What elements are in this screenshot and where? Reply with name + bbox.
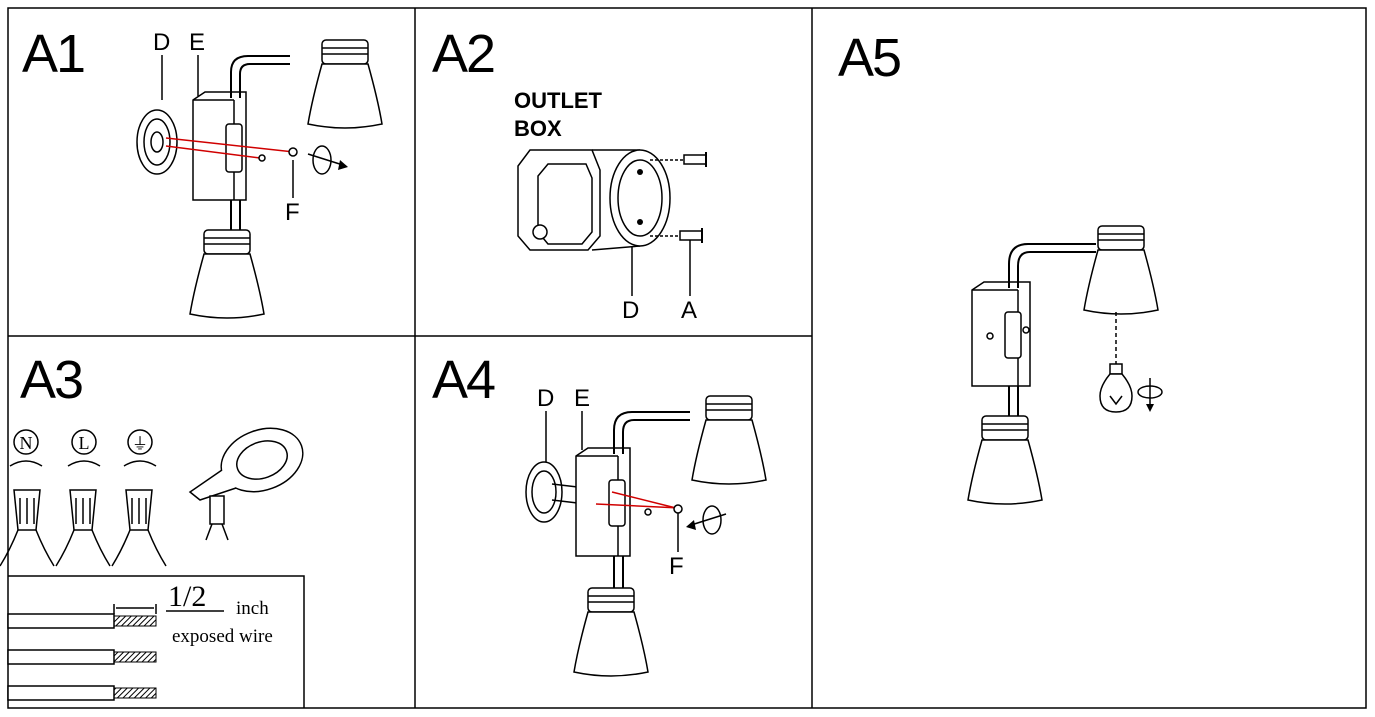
label-f: F [285,199,300,226]
lamp-shade-icon [573,587,649,677]
light-bulb-icon [1099,363,1133,413]
rotate-arrow-icon [67,460,101,467]
panel-a5: A5 [838,28,1163,505]
lamp-shade-icon [307,39,383,129]
outlet-label-line1: OUTLET [514,88,603,113]
screw-icon [650,152,707,167]
label-f: F [669,553,684,580]
ground-symbol [127,429,153,455]
live-symbol [71,429,97,455]
panel-a5-title: A5 [838,28,900,88]
panel-a2: A2 OUTLET BOX D A [432,24,707,324]
screw-icon [650,228,703,243]
lamp-arm-upper [613,411,690,454]
electrical-tape-icon [188,427,304,541]
label-a: A [681,297,697,324]
wire-nut-icon [111,489,167,567]
panel-frames [7,7,1367,709]
rotate-arrow-icon [1137,378,1163,412]
guide-line [165,137,295,153]
label-d: D [153,29,170,56]
mounting-bracket-icon [575,447,631,557]
measure-value: 1/2 [168,580,206,613]
screw-icon [673,504,683,514]
label-e: E [189,29,205,56]
measure-unit: inch [236,598,269,619]
neutral-symbol [13,429,39,455]
panel-a2-title: A2 [432,24,494,84]
lamp-shade-icon [967,415,1043,505]
mounting-plate-icon [609,149,671,247]
panel-a1: A1 D E F [22,24,383,319]
neutral-label: N [20,433,33,453]
label-d: D [537,385,554,412]
arm-collar [608,479,626,527]
lamp-shade-icon [691,395,767,485]
arm-collar [225,123,243,173]
wall-plate-icon [136,109,178,175]
wall-plate-icon [525,461,587,523]
screw-icon [288,147,298,157]
panel-a3: A3 N L ⏚ [0,350,305,708]
panel-a4: A4 D E F [432,350,767,677]
live-label: L [79,433,90,453]
lamp-arm-upper [1008,243,1096,288]
wire-strip-diagram [7,575,305,708]
outlet-label-line2: BOX [514,116,562,141]
ground-label: ⏚ [132,435,148,453]
lamp-arm-upper [230,55,290,98]
wire-nut-icon [55,489,111,567]
label-e: E [574,385,590,412]
rotate-arrow-icon [307,145,349,175]
guide-line [595,503,681,509]
rotate-arrow-icon [686,505,727,535]
label-d: D [622,297,639,324]
arm-collar [1004,311,1022,359]
rotate-arrow-icon [9,460,43,467]
outlet-box-icon [517,149,641,251]
rotate-arrow-icon [123,460,157,467]
panel-a4-title: A4 [432,350,495,410]
panel-a3-title: A3 [20,350,82,410]
lamp-shade-icon [189,229,265,319]
panel-a1-title: A1 [22,24,84,84]
mounting-bracket-icon [192,91,247,201]
lamp-shade-icon [1083,225,1159,315]
measure-note: exposed wire [172,626,273,647]
